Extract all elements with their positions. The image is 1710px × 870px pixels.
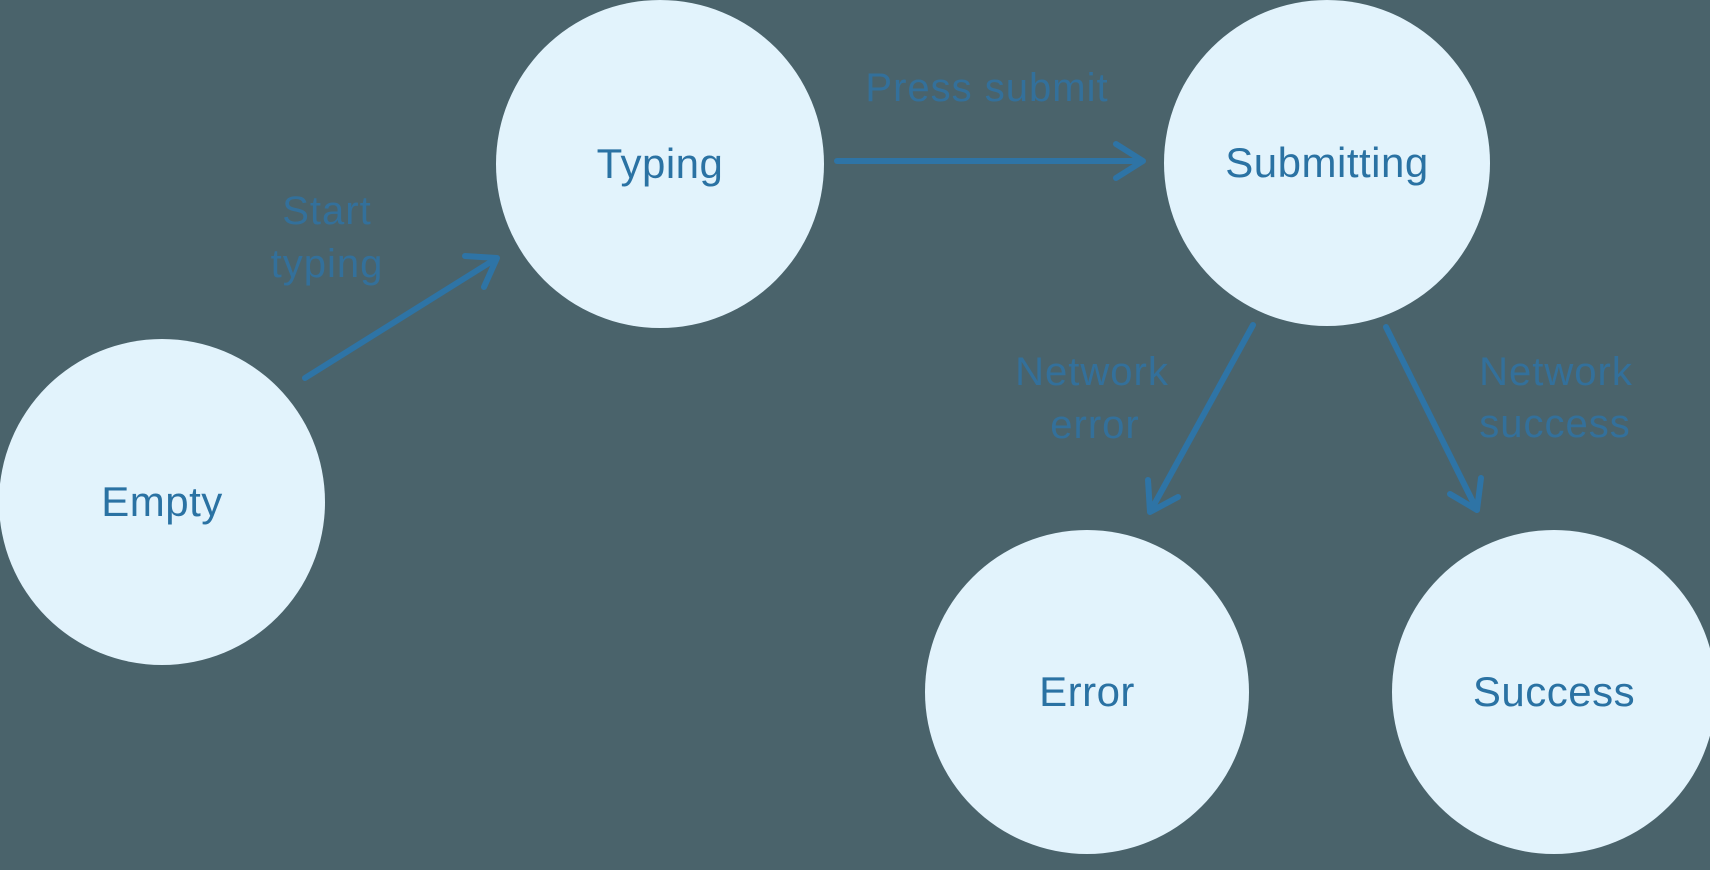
transition-label-network-success-line1: Network	[1479, 350, 1633, 394]
state-circle-typing	[496, 0, 824, 328]
transition-label-network-error-line1: Network	[1015, 350, 1169, 394]
state-node-error: Error	[925, 530, 1249, 854]
transition-label-start-typing-line1: Start	[282, 189, 371, 233]
state-label-submitting: Submitting	[1225, 139, 1428, 186]
state-circle-error	[925, 530, 1249, 854]
arrow-submitting-to-success	[1383, 324, 1484, 513]
state-circle-submitting	[1164, 0, 1490, 326]
state-circle-empty	[0, 339, 325, 665]
state-label-error: Error	[1039, 668, 1135, 715]
transition-typing-to-submitting: Press submit	[834, 66, 1146, 181]
transition-label-start-typing-line2: typing	[271, 242, 384, 286]
arrow-typing-to-submitting	[834, 141, 1146, 181]
state-node-success: Success	[1392, 530, 1710, 854]
arrow-empty-to-typing	[302, 253, 500, 381]
arrow-submitting-to-error	[1145, 322, 1256, 515]
transition-label-network-error-line2: error	[1050, 403, 1139, 447]
state-node-typing: Typing	[496, 0, 824, 328]
transition-submitting-to-success: Network success	[1383, 324, 1633, 513]
transition-label-network-success-line2: success	[1479, 402, 1631, 446]
state-circle-success	[1392, 530, 1710, 854]
state-node-submitting: Submitting	[1164, 0, 1490, 326]
state-label-typing: Typing	[597, 140, 724, 187]
transition-submitting-to-error: Network error	[1015, 322, 1256, 515]
state-node-empty: Empty	[0, 339, 325, 665]
state-label-success: Success	[1473, 668, 1635, 715]
state-label-empty: Empty	[101, 478, 223, 525]
transition-empty-to-typing: Start typing	[271, 189, 500, 381]
transition-label-press-submit: Press submit	[865, 66, 1108, 110]
